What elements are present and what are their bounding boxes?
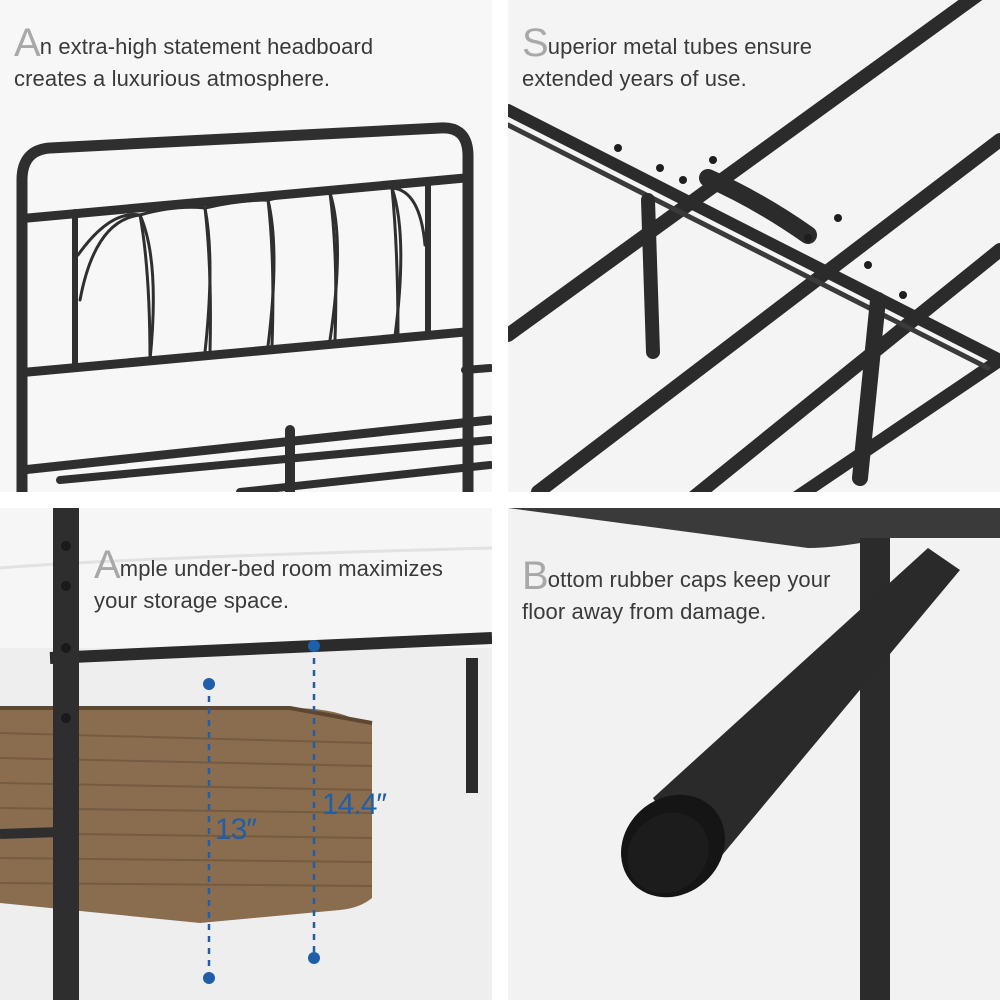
storage-caption: Ample under-bed room maximizes your stor… — [94, 545, 444, 617]
headboard-illustration — [16, 122, 492, 492]
rubber-caps-panel: Bottom rubber caps keep your floor away … — [508, 508, 1000, 1000]
caption-initial: A — [14, 21, 41, 65]
headboard-caption: An extra-high statement headboard create… — [14, 23, 374, 95]
caption-line-2: floor away from damage. — [522, 599, 767, 624]
caption-line-2: extended years of use. — [522, 66, 747, 91]
dimension-label-14-4: 14.4″ — [322, 788, 387, 821]
dimension-label-13: 13″ — [215, 813, 257, 846]
caption-line-1: uperior metal tubes ensure — [547, 34, 813, 59]
caption-line-1: n extra-high statement headboard — [39, 34, 374, 59]
caption-line-1: mple under-bed room maximizes — [119, 556, 444, 581]
caption-line-2: your storage space. — [94, 588, 290, 613]
metal-tubes-panel: Superior metal tubes ensure extended yea… — [508, 0, 1000, 492]
rubber-caps-caption: Bottom rubber caps keep your floor away … — [522, 556, 831, 628]
caption-line-1: ottom rubber caps keep your — [547, 567, 831, 592]
headboard-panel: An extra-high statement headboard create… — [0, 0, 492, 492]
caption-line-2: creates a luxurious atmosphere. — [14, 66, 331, 91]
storage-illustration — [0, 508, 492, 1000]
caption-initial: A — [94, 543, 121, 587]
wicker-basket-graphic — [0, 706, 373, 923]
storage-panel: Ample under-bed room maximizes your stor… — [0, 508, 492, 1000]
caption-initial: S — [522, 21, 549, 65]
rubber-caps-illustration — [508, 508, 1000, 1000]
caption-initial: B — [522, 554, 549, 598]
metal-tubes-illustration — [508, 0, 1000, 492]
metal-tubes-caption: Superior metal tubes ensure extended yea… — [522, 23, 813, 95]
